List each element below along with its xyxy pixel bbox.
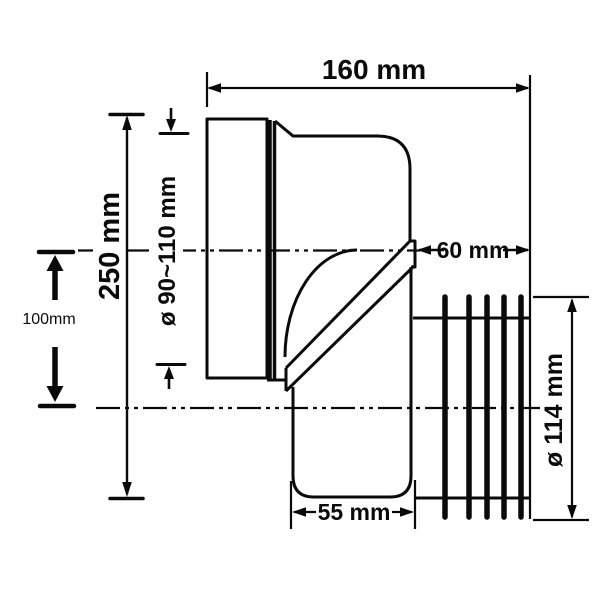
arrow-left-icon: [292, 507, 306, 517]
connector-body: [205, 117, 530, 500]
arrow-up-icon: [164, 366, 174, 379]
dim-axis-offset: 100mm: [22, 249, 77, 409]
dim-label-axis-offset: 100mm: [22, 311, 75, 328]
arrow-right-icon: [516, 83, 530, 93]
dim-sump-width: 55 mm: [289, 480, 417, 529]
body-lower-outline: [291, 267, 413, 499]
arrow-down-icon: [122, 482, 132, 497]
arrow-down-icon: [166, 119, 176, 132]
arrow-left-icon: [417, 245, 431, 255]
dim-label-total-height: 250 mm: [94, 192, 126, 300]
offset-flange-upper-edge: [284, 239, 412, 370]
dim-total-width: 160 mm: [205, 54, 532, 519]
dim-label-outlet-diameter: ø 114 mm: [540, 353, 568, 467]
body-top-outline: [274, 119, 412, 241]
arrow-down-icon: [46, 386, 64, 402]
dim-inlet-diameter: ø 90~110 mm: [154, 108, 190, 389]
inner-channel-arc: [283, 248, 358, 358]
arrow-right-icon: [516, 245, 530, 255]
dim-label-sump-width: 55 mm: [318, 499, 391, 525]
arrow-down-icon: [567, 505, 577, 519]
offset-flange-lower-edge: [284, 264, 416, 393]
inlet-cuff: [205, 117, 269, 380]
outlet-ribs: [442, 294, 524, 520]
centerlines: [78, 249, 540, 410]
dim-label-outlet-stub: 60 mm: [437, 237, 510, 263]
label-mask-90-110: [150, 172, 183, 332]
arrow-up-icon: [122, 115, 132, 130]
dim-label-inlet-diameter: ø 90~110 mm: [154, 176, 181, 326]
dim-outlet-diameter: ø 114 mm: [533, 295, 589, 522]
arrow-left-icon: [207, 83, 221, 93]
dim-label-total-width: 160 mm: [322, 54, 426, 85]
arrow-up-icon: [46, 255, 64, 271]
dim-total-height: 250 mm: [94, 112, 145, 501]
arrow-up-icon: [567, 298, 577, 312]
arrow-right-icon: [400, 507, 414, 517]
label-mask-250: [93, 188, 126, 306]
dim-outlet-stub: 60 mm: [417, 237, 530, 263]
